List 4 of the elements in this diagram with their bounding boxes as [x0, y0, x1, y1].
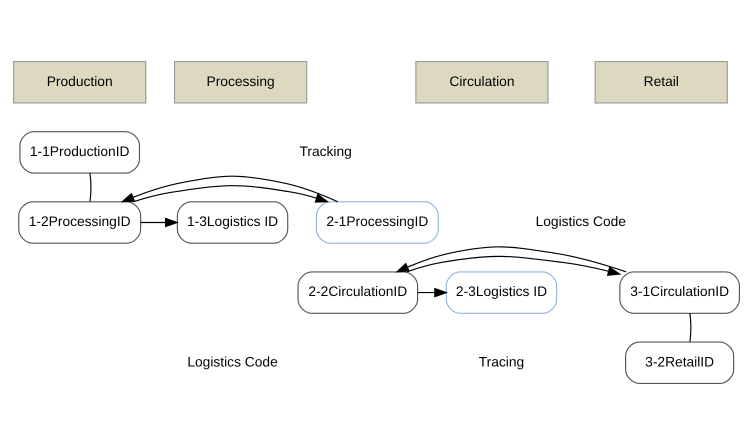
label: Tracing — [478, 354, 524, 370]
label: Logistics Code — [187, 354, 278, 370]
label: Tracking — [299, 144, 352, 159]
label: Logistics Code — [536, 214, 626, 230]
